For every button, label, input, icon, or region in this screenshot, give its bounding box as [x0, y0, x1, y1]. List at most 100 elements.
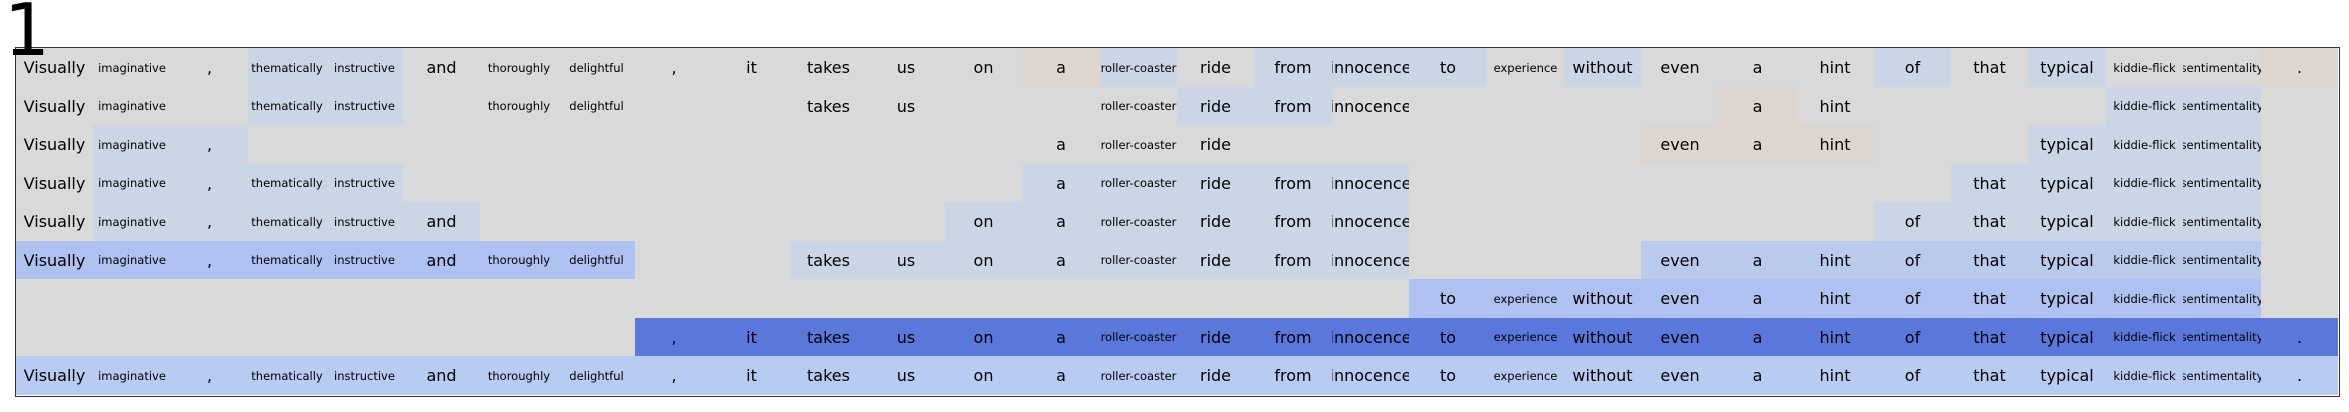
- token-cell: roller-coaster: [1100, 48, 1177, 87]
- token-cell: a: [1719, 279, 1796, 318]
- token-cell: from: [1254, 164, 1332, 202]
- token-cell: [1641, 164, 1719, 202]
- token-cell: [1874, 87, 1951, 125]
- token-cell: it: [713, 356, 790, 395]
- token-cell: ride: [1177, 87, 1254, 125]
- token-cell: [1796, 164, 1874, 202]
- token-cell: [635, 125, 713, 164]
- token-cell: instructive: [326, 87, 403, 125]
- token-cell: ,: [171, 164, 248, 202]
- token-cell: takes: [790, 356, 867, 395]
- token-cell: from: [1254, 241, 1332, 279]
- token-cell: from: [1254, 356, 1332, 395]
- token-cell: [1564, 202, 1641, 241]
- token-cell: [16, 279, 93, 318]
- token-cell: [403, 279, 480, 318]
- token-cell: takes: [790, 241, 867, 279]
- token-cell: Visually: [16, 87, 93, 125]
- token-cell: ride: [1177, 356, 1254, 395]
- token-cell: ride: [1177, 202, 1254, 241]
- token-cell: Visually: [16, 48, 93, 87]
- token-cell: [1254, 125, 1332, 164]
- token-cell: innocence: [1332, 318, 1409, 356]
- token-cell: a: [1022, 356, 1100, 395]
- token-cell: [790, 125, 867, 164]
- token-cell: typical: [2028, 202, 2106, 241]
- token-cell: experience: [1487, 356, 1564, 395]
- token-cell: hint: [1796, 125, 1874, 164]
- token-cell: kiddie-flick: [2106, 125, 2183, 164]
- token-cell: ,: [635, 48, 713, 87]
- token-cell: roller-coaster: [1100, 87, 1177, 125]
- token-cell: [867, 202, 945, 241]
- token-cell: takes: [790, 48, 867, 87]
- token-cell: that: [1951, 279, 2028, 318]
- token-cell: [248, 125, 326, 164]
- token-cell: [326, 279, 403, 318]
- token-cell: [558, 202, 635, 241]
- token-cell: thematically: [248, 164, 326, 202]
- token-cell: a: [1719, 318, 1796, 356]
- token-cell: a: [1022, 202, 1100, 241]
- token-cell: delightful: [558, 356, 635, 395]
- token-cell: [326, 318, 403, 356]
- token-cell: [1332, 279, 1409, 318]
- figure-label: 1: [4, 0, 50, 72]
- token-cell: instructive: [326, 48, 403, 87]
- token-cell: that: [1951, 356, 2028, 395]
- token-cell: of: [1874, 48, 1951, 87]
- token-cell: sentimentality: [2183, 202, 2261, 241]
- token-cell: that: [1951, 202, 2028, 241]
- token-cell: [171, 279, 248, 318]
- token-cell: [2261, 202, 2338, 241]
- token-cell: roller-coaster: [1100, 164, 1177, 202]
- token-cell: imaginative: [93, 125, 171, 164]
- token-cell: .: [2261, 318, 2338, 356]
- token-cell: us: [867, 241, 945, 279]
- token-cell: [1564, 125, 1641, 164]
- token-cell: innocence: [1332, 241, 1409, 279]
- token-cell: [1564, 164, 1641, 202]
- token-cell: sentimentality: [2183, 356, 2261, 395]
- token-cell: [1874, 164, 1951, 202]
- token-cell: us: [867, 87, 945, 125]
- token-cell: of: [1874, 241, 1951, 279]
- token-cell: [403, 87, 480, 125]
- token-cell: thoroughly: [480, 48, 558, 87]
- token-cell: [2261, 241, 2338, 279]
- token-cell: [248, 318, 326, 356]
- token-cell: [1951, 87, 2028, 125]
- token-cell: and: [403, 48, 480, 87]
- token-cell: to: [1409, 279, 1487, 318]
- token-cell: [480, 279, 558, 318]
- token-cell: [945, 164, 1022, 202]
- token-cell: and: [403, 202, 480, 241]
- token-cell: innocence: [1332, 202, 1409, 241]
- token-cell: Visually: [16, 202, 93, 241]
- token-cell: typical: [2028, 279, 2106, 318]
- token-cell: imaginative: [93, 202, 171, 241]
- token-cell: hint: [1796, 318, 1874, 356]
- token-cell: to: [1409, 48, 1487, 87]
- token-cell: .: [2261, 48, 2338, 87]
- token-cell: [480, 318, 558, 356]
- token-cell: even: [1641, 125, 1719, 164]
- token-cell: experience: [1487, 318, 1564, 356]
- token-cell: on: [945, 318, 1022, 356]
- token-cell: ,: [171, 125, 248, 164]
- token-cell: [1409, 241, 1487, 279]
- token-cell: [635, 202, 713, 241]
- token-cell: roller-coaster: [1100, 125, 1177, 164]
- token-cell: [480, 125, 558, 164]
- token-cell: [1641, 87, 1719, 125]
- token-cell: innocence: [1332, 164, 1409, 202]
- token-cell: a: [1719, 125, 1796, 164]
- token-cell: a: [1022, 48, 1100, 87]
- token-cell: a: [1022, 241, 1100, 279]
- token-cell: imaginative: [93, 241, 171, 279]
- token-cell: kiddie-flick: [2106, 279, 2183, 318]
- token-cell: on: [945, 241, 1022, 279]
- token-cell: [1100, 279, 1177, 318]
- token-cell: hint: [1796, 87, 1874, 125]
- token-cell: of: [1874, 318, 1951, 356]
